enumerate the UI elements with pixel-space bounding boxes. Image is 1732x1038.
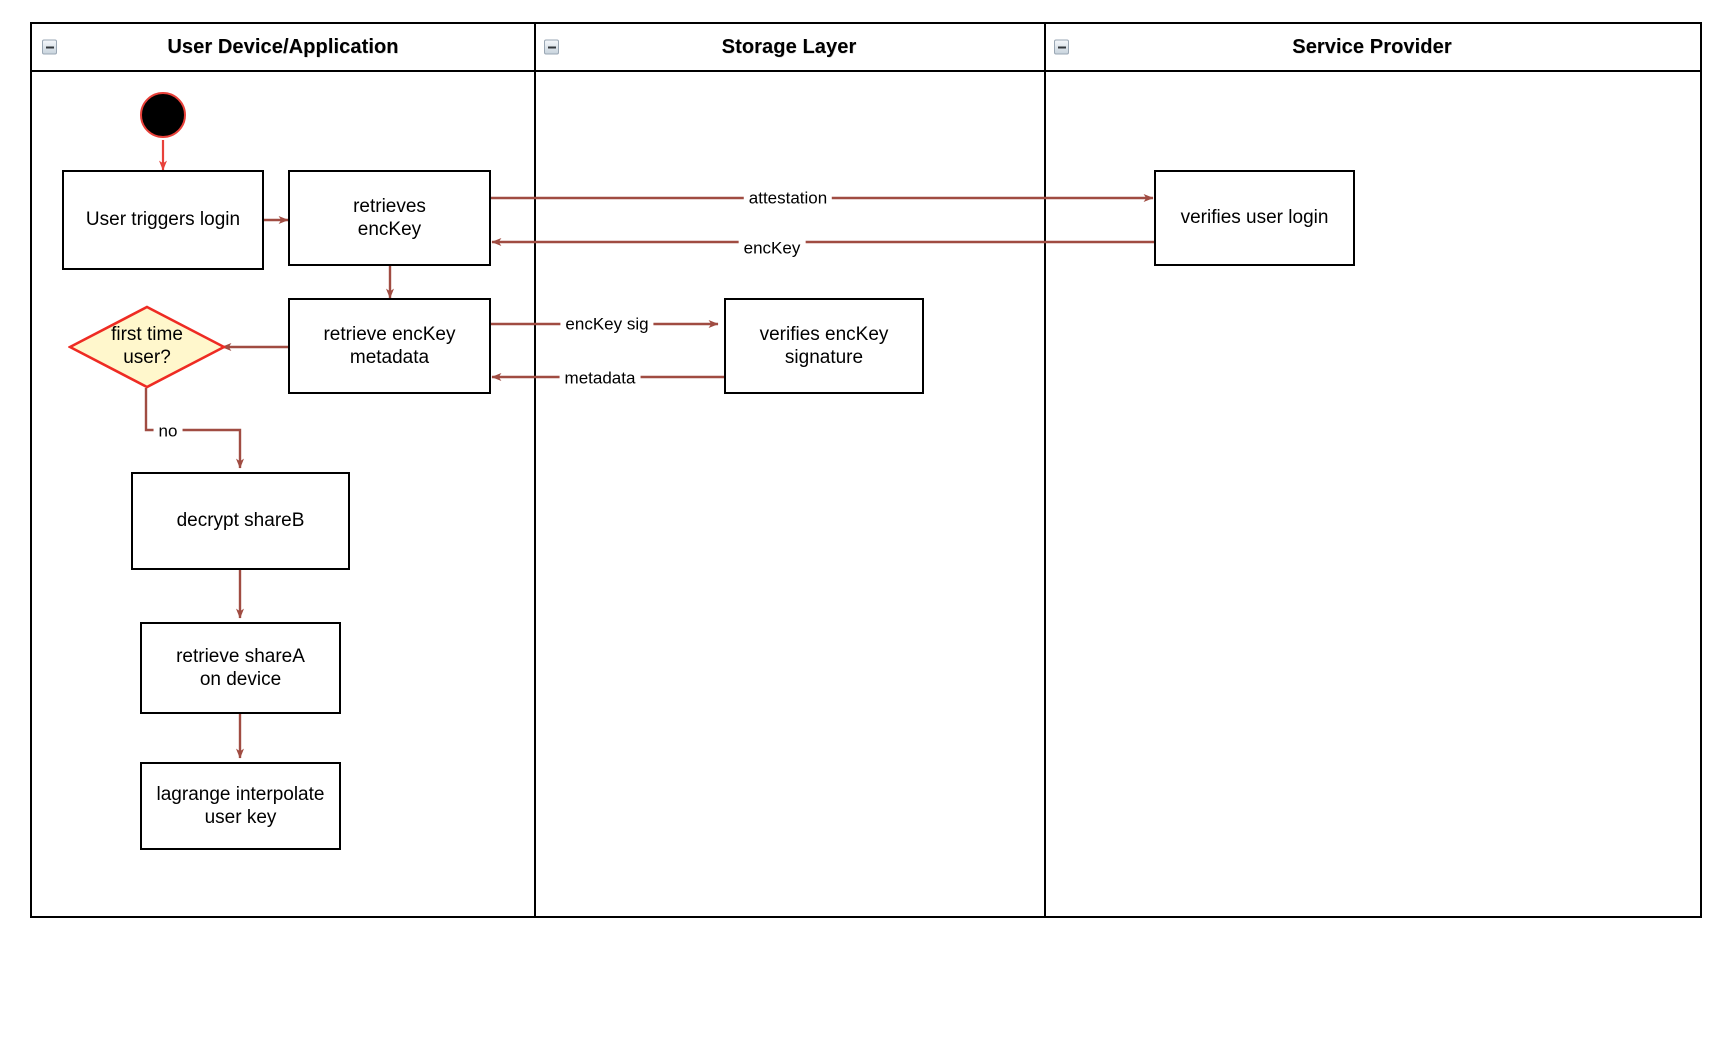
activity-user-triggers-login[interactable]: User triggers login xyxy=(62,170,264,270)
edge-label-enckey-sig: encKey sig xyxy=(560,315,654,333)
lane-title-storage-layer: Storage Layer xyxy=(721,35,857,58)
initial-node[interactable] xyxy=(140,92,186,138)
collapse-minus-icon[interactable] xyxy=(42,39,57,55)
lane-title-service-provider: Service Provider xyxy=(1292,35,1452,58)
activity-decrypt-shareb[interactable]: decrypt shareB xyxy=(131,472,350,570)
lane-divider-1 xyxy=(534,24,536,916)
lane-divider-2 xyxy=(1044,24,1046,916)
lane-title-user-device: User Device/Application xyxy=(167,35,399,58)
activity-retrieve-sharea-on-device[interactable]: retrieve shareA on device xyxy=(140,622,341,714)
decision-diamond-shape xyxy=(68,305,226,389)
edge-label-enckey: encKey xyxy=(738,239,806,257)
activity-lagrange-interpolate-user-key[interactable]: lagrange interpolate user key xyxy=(140,762,341,850)
edge-label-metadata: metadata xyxy=(559,369,641,387)
edge-label-attestation: attestation xyxy=(743,189,833,207)
lane-header-user-device[interactable]: User Device/Application xyxy=(32,24,534,72)
activity-verifies-user-login[interactable]: verifies user login xyxy=(1154,170,1355,266)
lane-header-service-provider[interactable]: Service Provider xyxy=(1044,24,1700,72)
collapse-minus-icon[interactable] xyxy=(1054,39,1069,55)
activity-verifies-enckey-signature[interactable]: verifies encKey signature xyxy=(724,298,924,394)
decision-label: first time user? xyxy=(111,324,183,368)
activity-retrieve-enckey-metadata[interactable]: retrieve encKey metadata xyxy=(288,298,491,394)
lane-header-storage-layer[interactable]: Storage Layer xyxy=(534,24,1044,72)
collapse-minus-icon[interactable] xyxy=(544,39,559,55)
activity-retrieves-enckey[interactable]: retrieves encKey xyxy=(288,170,491,266)
edge-label-no: no xyxy=(153,422,183,440)
decision-first-time-user[interactable]: first time user? xyxy=(68,305,226,389)
